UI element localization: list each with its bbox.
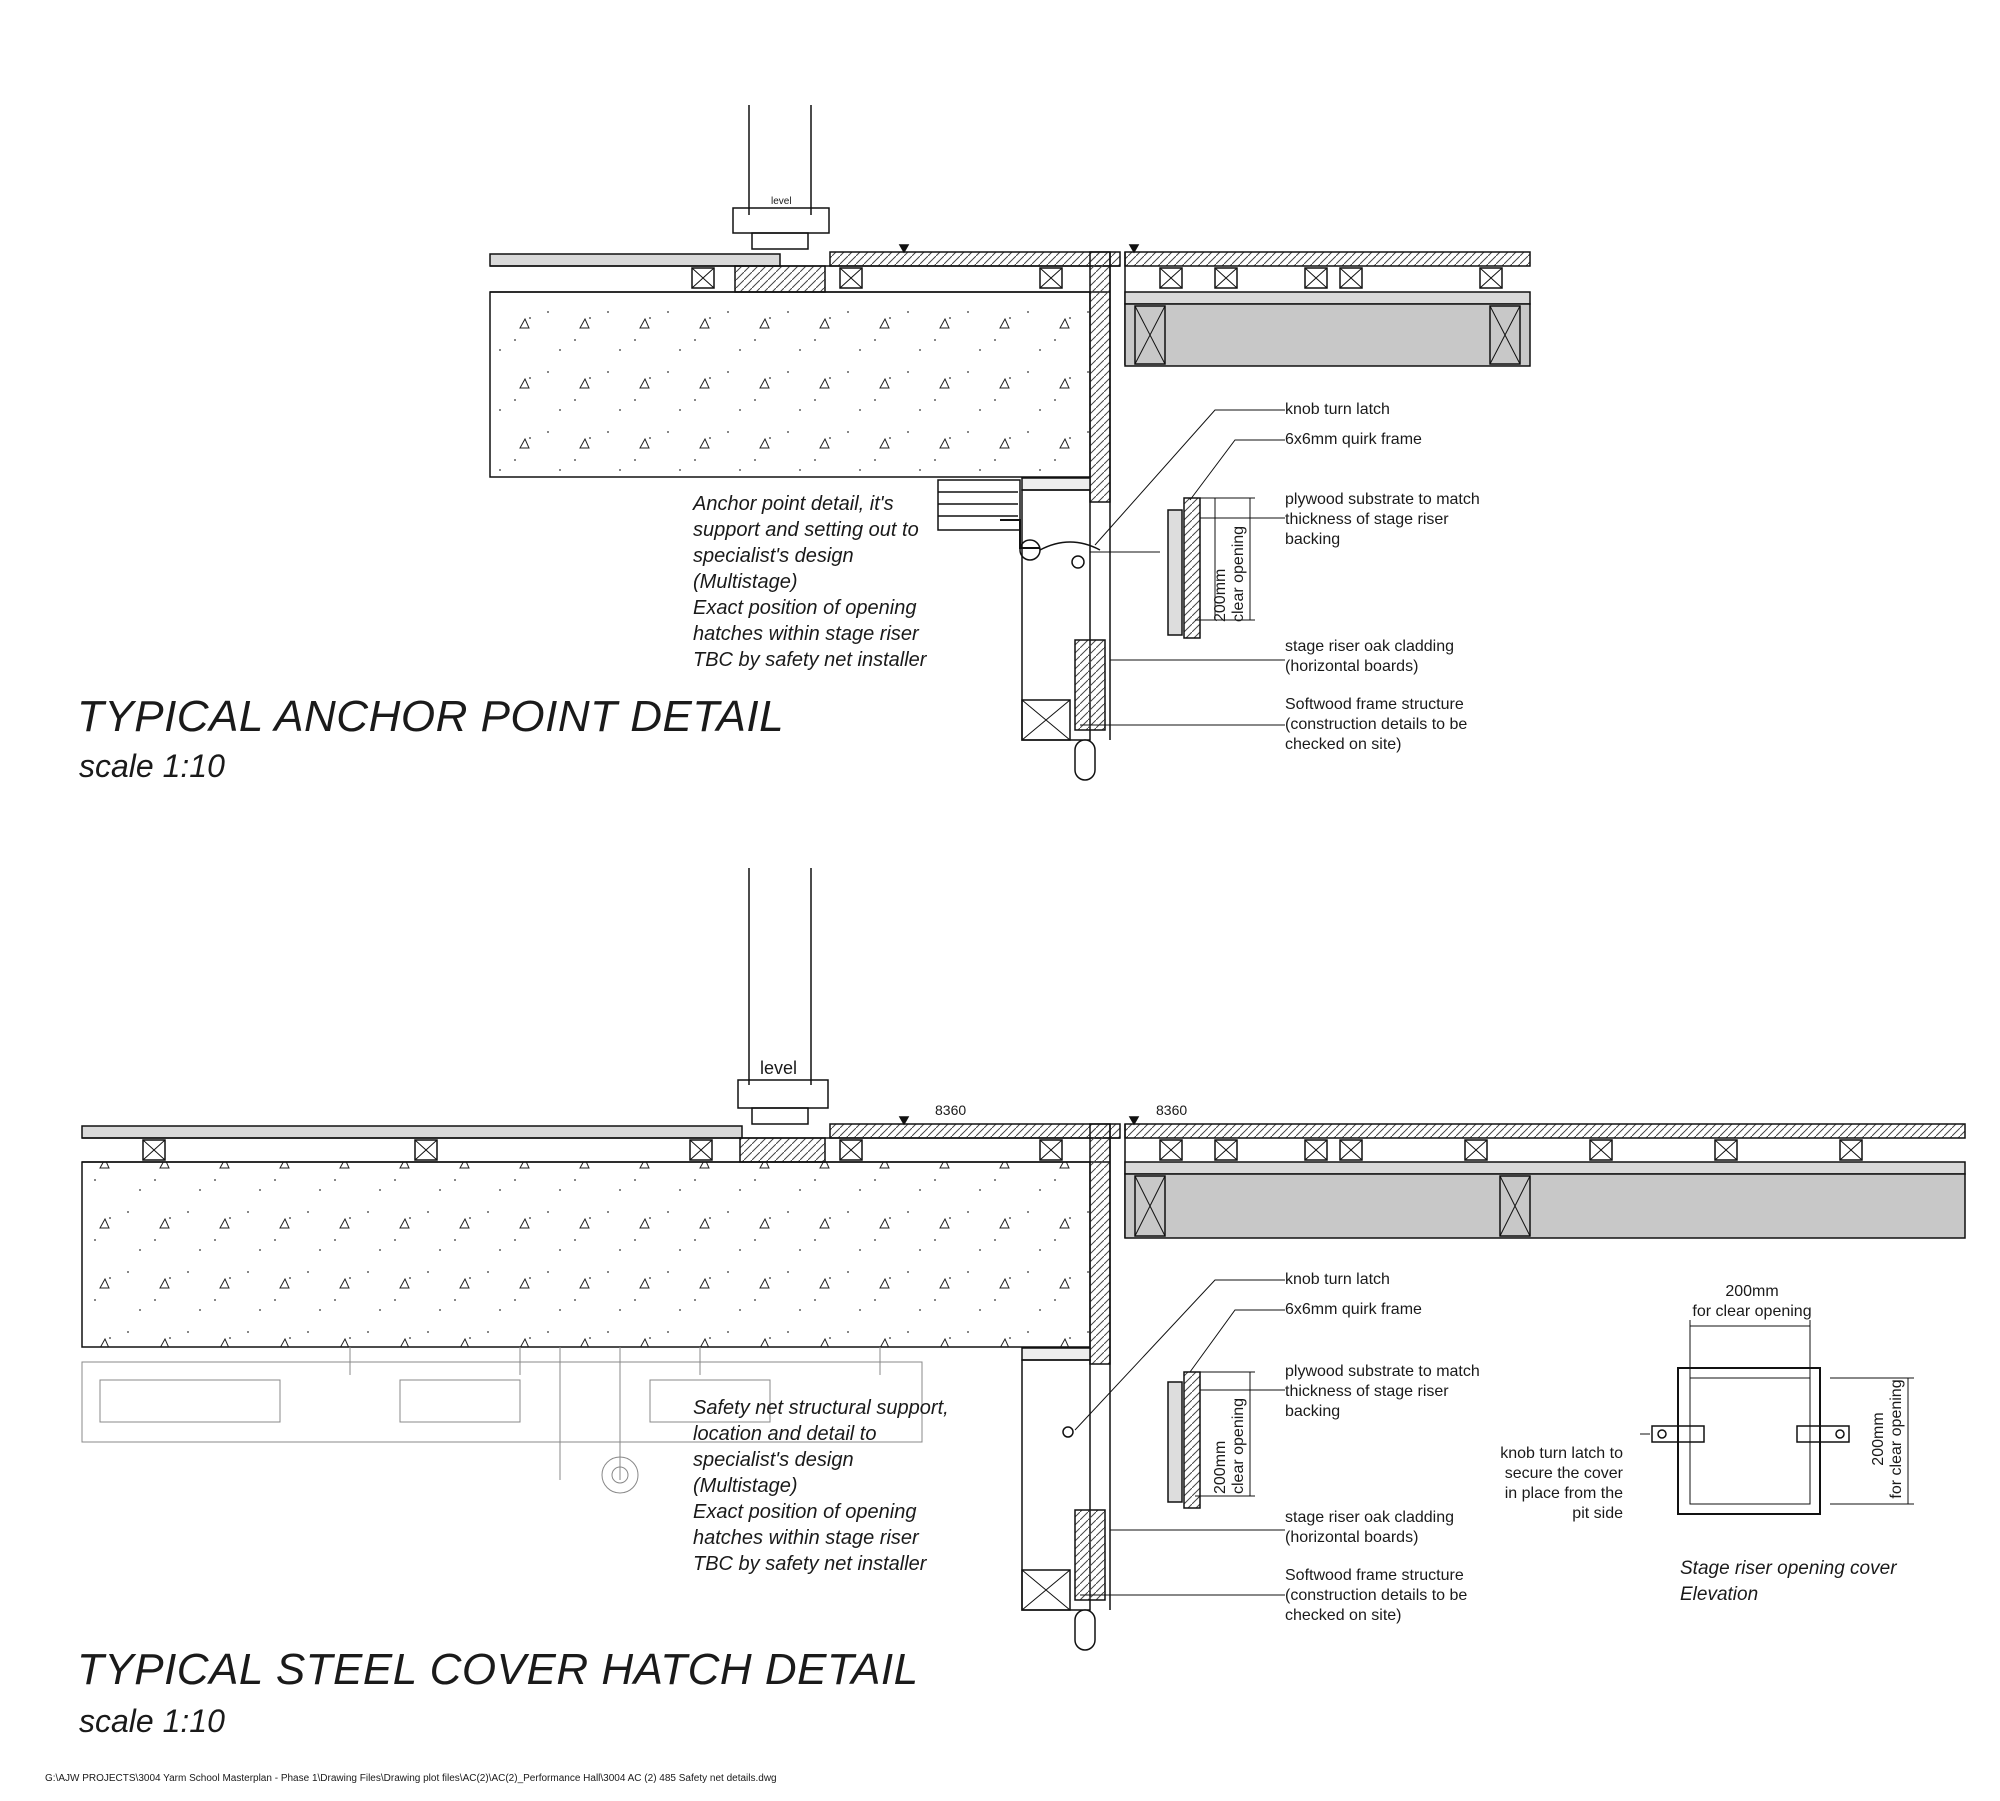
dim-line: clear opening (1230, 525, 1247, 622)
callout-line: thickness of stage riser (1285, 511, 1449, 528)
callout-line: plywood substrate to match (1285, 491, 1480, 508)
dim-clear-opening-1: 200mm clear opening (1212, 526, 1248, 622)
callout-line: (construction details to be (1285, 716, 1468, 733)
detail-1-scale: scale 1:10 (79, 748, 225, 784)
detail-2-scale: scale 1:10 (79, 1703, 225, 1739)
callout-plywood: plywood substrate to match thickness of … (1285, 490, 1525, 550)
callout-line: backing (1285, 1403, 1341, 1420)
callout-line: knob turn latch to (1500, 1445, 1623, 1462)
callout-line: stage riser oak cladding (1285, 638, 1454, 655)
level-value-left: 8360 (935, 1102, 967, 1118)
callout-plywood: plywood substrate to match thickness of … (1285, 1362, 1525, 1422)
note-line: Exact position of opening (693, 1501, 917, 1523)
elevation-caption: Stage riser opening cover Elevation (1680, 1556, 1970, 1608)
file-path: G:\AJW PROJECTS\3004 Yarm School Masterp… (45, 1773, 777, 1784)
note-line: (Multistage) (693, 1475, 798, 1497)
note-line: hatches within stage riser (693, 1527, 919, 1549)
note-line: Safety net structural support, (693, 1397, 949, 1419)
dim-line: 200mm (1725, 1283, 1779, 1300)
callout-line: (horizontal boards) (1285, 1529, 1419, 1546)
callout-line: secure the cover (1504, 1465, 1623, 1482)
caption-line: Stage riser opening cover (1680, 1558, 1897, 1579)
callout-knob-turn-latch: knob turn latch (1285, 1271, 1390, 1288)
callout-line: in place from the (1504, 1485, 1623, 1502)
dim-clear-opening-2: 200mm clear opening (1212, 1398, 1248, 1494)
safety-net-note: Safety net structural support, location … (693, 1395, 1003, 1577)
dim-line: clear opening (1230, 1397, 1247, 1494)
detail-1-linework (489, 105, 1531, 781)
callout-oak-cladding: stage riser oak cladding (horizontal boa… (1285, 1508, 1525, 1548)
callout-line: checked on site) (1285, 736, 1402, 753)
callout-line: (horizontal boards) (1285, 658, 1419, 675)
callout-softwood-frame: Softwood frame structure (construction d… (1285, 695, 1525, 755)
callout-knob-turn-latch: knob turn latch (1285, 401, 1390, 418)
level-label-2: level (760, 1058, 798, 1078)
detail-2-title: TYPICAL STEEL COVER HATCH DETAIL (77, 1645, 919, 1694)
elevation-latch-note: knob turn latch to secure the cover in p… (1475, 1444, 1623, 1524)
note-line: location and detail to (693, 1423, 877, 1445)
callout-line: Softwood frame structure (1285, 1567, 1464, 1584)
elevation-dim-side: 200mm for clear opening (1870, 1376, 1906, 1502)
note-line: specialist's design (693, 1449, 854, 1471)
dim-line: 200mm (1212, 1440, 1229, 1494)
note-line: specialist's design (693, 545, 854, 567)
callout-line: pit side (1572, 1505, 1623, 1522)
callout-softwood-frame: Softwood frame structure (construction d… (1285, 1566, 1525, 1626)
dim-line: 200mm (1870, 1412, 1887, 1466)
callout-line: Softwood frame structure (1285, 696, 1464, 713)
callout-quirk-frame: 6x6mm quirk frame (1285, 1301, 1422, 1318)
callout-line: plywood substrate to match (1285, 1363, 1480, 1380)
callout-line: stage riser oak cladding (1285, 1509, 1454, 1526)
callout-line: (construction details to be (1285, 1587, 1468, 1604)
callout-quirk-frame: 6x6mm quirk frame (1285, 431, 1422, 448)
callout-oak-cladding: stage riser oak cladding (horizontal boa… (1285, 637, 1525, 677)
note-line: TBC by safety net installer (693, 649, 927, 671)
elevation-dim-top: 200mm for clear opening (1690, 1282, 1814, 1322)
callout-line: checked on site) (1285, 1607, 1402, 1624)
level-label-1: level (771, 196, 792, 207)
note-line: (Multistage) (693, 571, 798, 593)
detail-1-title: TYPICAL ANCHOR POINT DETAIL (77, 692, 785, 741)
note-line: hatches within stage riser (693, 623, 919, 645)
note-line: Exact position of opening (693, 597, 917, 619)
note-line: Anchor point detail, it's (693, 493, 894, 515)
note-line: support and setting out to (693, 519, 919, 541)
dim-line: for clear opening (1888, 1379, 1905, 1499)
callout-line: backing (1285, 531, 1341, 548)
dim-line: 200mm (1212, 568, 1229, 622)
caption-line: Elevation (1680, 1584, 1759, 1605)
dim-line: for clear opening (1692, 1303, 1812, 1320)
callout-line: thickness of stage riser (1285, 1383, 1449, 1400)
level-value-right: 8360 (1156, 1102, 1188, 1118)
note-line: TBC by safety net installer (693, 1553, 927, 1575)
detail-2-linework (81, 868, 1966, 1651)
anchor-note: Anchor point detail, it's support and se… (693, 491, 993, 673)
